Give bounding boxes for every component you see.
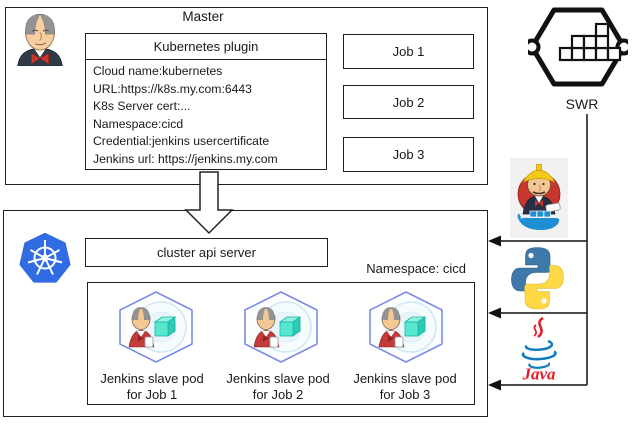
- python-icon: [511, 247, 564, 310]
- jenkins-slave-pod-icon: [244, 291, 318, 363]
- mini-jenkins-butler: [378, 307, 405, 348]
- pod-3-label: Jenkins slave pod for Job 3: [340, 371, 470, 402]
- job-2-box: Job 2: [343, 85, 474, 119]
- pod-label-line: for Job 2: [252, 386, 304, 402]
- java-label: Java: [521, 365, 556, 383]
- kubernetes-logo-icon: [19, 233, 71, 283]
- swr-blocks: [558, 22, 622, 62]
- mini-jenkins-butler: [253, 307, 280, 348]
- java-icon: Java: [521, 316, 557, 383]
- config-line: K8s Server cert:...: [93, 99, 191, 114]
- config-line: Cloud name:kubernetes: [93, 64, 223, 78]
- pod-label-line: for Job 1: [126, 386, 178, 402]
- swr-label: SWR: [565, 96, 599, 112]
- kubernetes-plugin-config: Cloud name:kubernetes URL:https://k8s.my…: [86, 60, 326, 169]
- arrowhead-into-cluster-1: [488, 235, 501, 247]
- job-1-box: Job 1: [343, 34, 474, 69]
- arrowhead-into-cluster-2: [488, 307, 501, 319]
- teal-cube: [403, 316, 427, 337]
- pod-label-line: Jenkins slave pod: [226, 371, 330, 386]
- config-line: URL:https://k8s.my.com:6443: [93, 81, 252, 96]
- arrowhead-into-cluster-3: [488, 379, 501, 391]
- kubernetes-plugin-title: Kubernetes plugin: [86, 34, 326, 60]
- master-box: [5, 7, 488, 185]
- teal-cube: [278, 316, 302, 337]
- pods-box: [87, 282, 475, 405]
- namespace-label: Namespace: cicd: [366, 261, 466, 276]
- jenkins-butler-icon: [17, 13, 63, 66]
- config-line: Credential:jenkins usercertificate: [93, 134, 270, 149]
- mini-jenkins-butler: [128, 307, 155, 348]
- jenkins-slave-pod-icon: [369, 291, 443, 363]
- config-line: Namespace:cicd: [93, 116, 184, 131]
- jenkins-docker-builder-icon: [510, 158, 568, 238]
- pod-2-label: Jenkins slave pod for Job 2: [213, 371, 343, 402]
- pod-label-line: for Job 3: [379, 386, 431, 402]
- job-3-box: Job 3: [343, 137, 474, 172]
- kubernetes-cluster-box: [3, 210, 488, 417]
- pod-label-line: Jenkins slave pod: [100, 371, 204, 386]
- pod-1-label: Jenkins slave pod for Job 1: [87, 371, 217, 402]
- jenkins-slave-pod-icon: [119, 291, 193, 363]
- config-line: Jenkins url: https://jenkins.my.com: [93, 151, 278, 166]
- cluster-api-server-box: cluster api server: [85, 238, 328, 267]
- swr-icon: [528, 7, 628, 87]
- pod-label-line: Jenkins slave pod: [353, 371, 457, 386]
- teal-cube: [153, 316, 177, 337]
- kubernetes-plugin-box: Kubernetes plugin Cloud name:kubernetes …: [85, 33, 327, 170]
- master-title: Master: [182, 9, 224, 24]
